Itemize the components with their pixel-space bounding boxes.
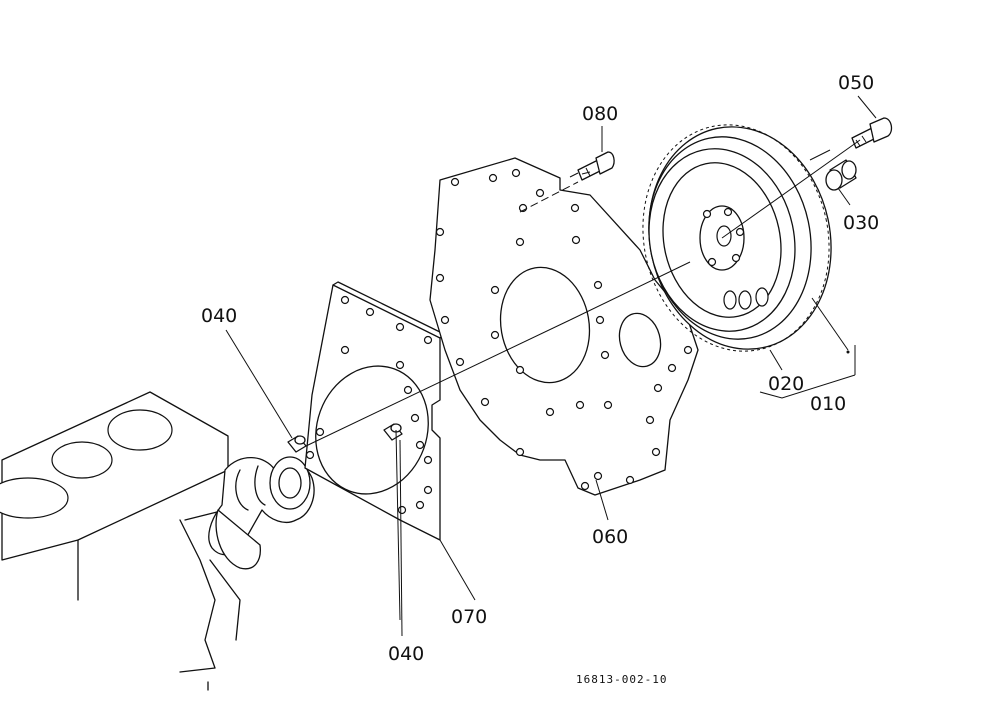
flywheel-020 [642,124,832,352]
plate-060-main-opening [499,266,591,384]
plate-060-holes [435,168,693,491]
cylinder-bore-1 [0,477,69,519]
dowel-pin-040-right [383,423,403,441]
leader-020 [769,349,783,371]
plate-060-starter-opening [618,312,662,368]
dowel-pin-040-left [287,435,307,453]
leader-040-right [399,439,403,637]
leader-010-bracket [759,345,856,399]
label-040-right: 040 [388,643,424,665]
label-030: 030 [843,212,879,234]
leader-040-left [225,329,293,439]
leader-010-a [811,297,849,351]
leader-060 [595,479,609,521]
plate-070-holes [305,295,433,515]
bolt-080 [569,151,615,181]
label-060: 060 [592,526,628,548]
cylinder-bore-2 [51,441,113,479]
leader-030 [837,187,851,206]
drawing-reference-number: 16813-002-10 [576,673,667,686]
assembly-centerlines [305,139,861,621]
label-070: 070 [451,606,487,628]
label-080: 080 [582,103,618,125]
plate-060 [429,157,699,496]
engine-block [0,391,315,691]
crankshaft [208,456,315,570]
sleeve-030 [825,159,857,191]
plate-070 [304,281,445,541]
cylinder-bore-3 [107,409,173,451]
label-040-left: 040 [201,305,237,327]
label-020: 020 [768,373,804,395]
leader-070 [439,539,476,601]
bolt-050 [851,117,893,149]
leader-050 [857,95,877,119]
label-050: 050 [838,72,874,94]
leader-lines [225,95,877,637]
label-010: 010 [810,393,846,415]
